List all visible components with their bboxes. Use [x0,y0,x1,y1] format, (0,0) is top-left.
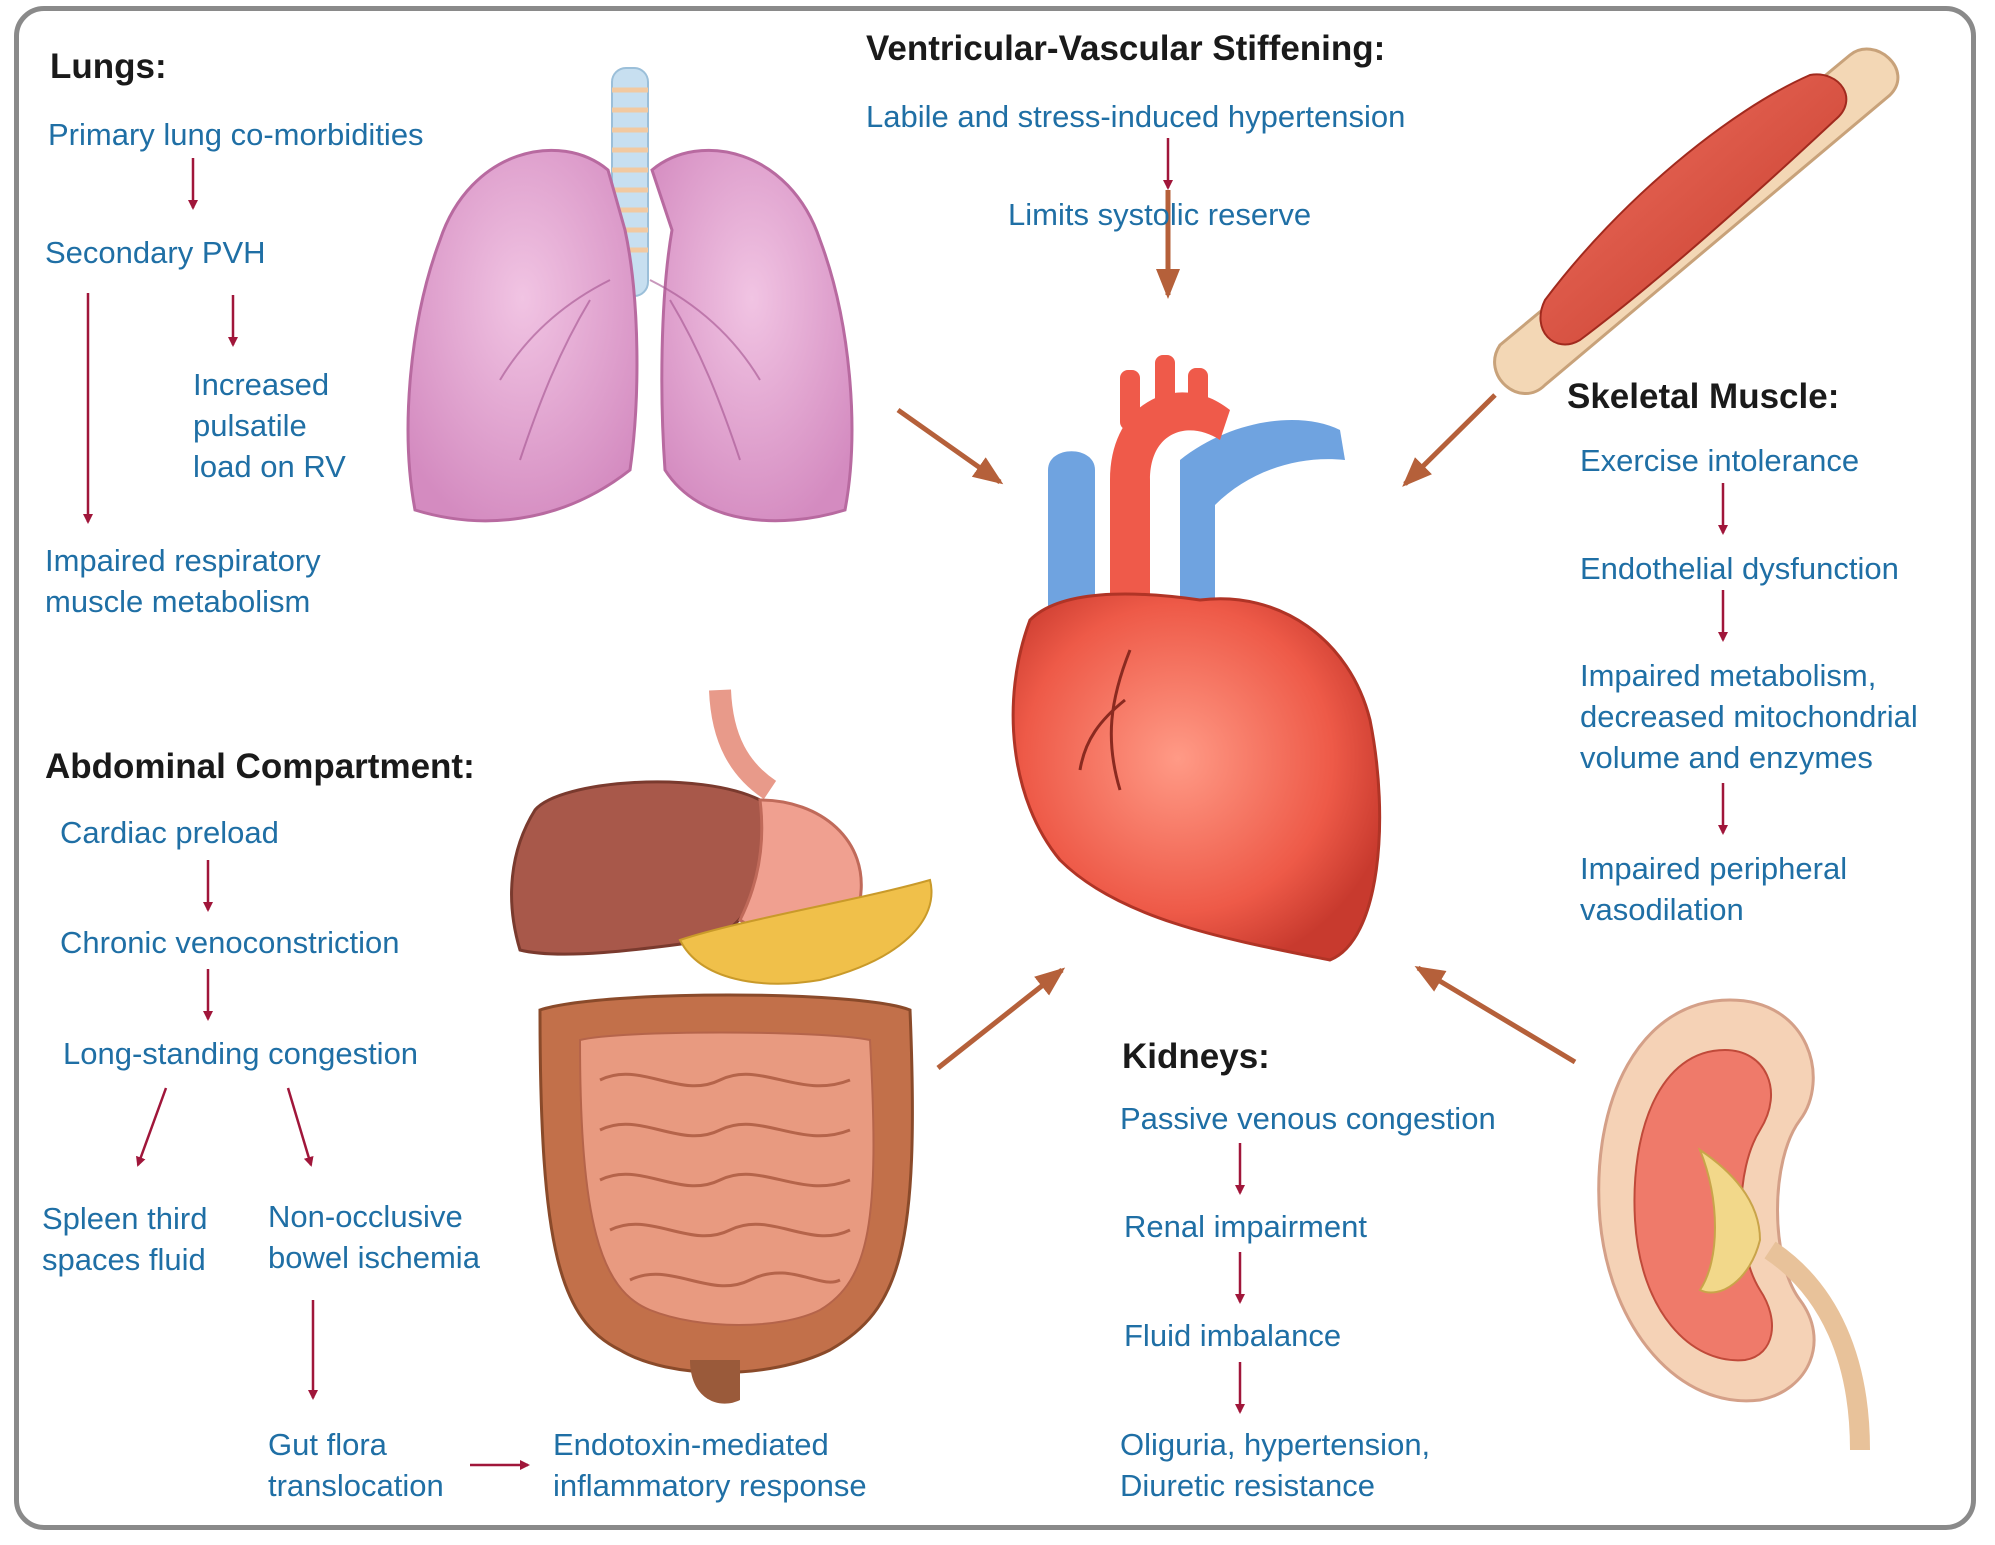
muscle [1539,73,1848,346]
lungs-item-pulsatile-load: Increased pulsatile load on RV [193,367,346,484]
abdomen-flow-arrow-3 [136,1087,168,1167]
esophagus [709,689,777,800]
kidneys-item-oliguria: Oliguria, hypertension, Diuretic resista… [1120,1427,1431,1503]
organ-to-heart-arrows [896,190,1577,1070]
vascular-item-systolic-reserve: Limits systolic reserve [1008,197,1312,232]
ureter [1764,1241,1870,1451]
muscle-heading: Skeletal Muscle: [1567,377,1840,416]
vascular-heading: Ventricular-Vascular Stiffening: [866,29,1386,68]
kidney-medulla [1633,1048,1773,1362]
abdomen-item-gut-flora: Gut flora translocation [268,1427,444,1503]
kidneys-heading: Kidneys: [1122,1037,1270,1076]
aorta [1110,392,1230,600]
muscle-item-endothelial-dysfunction: Endothelial dysfunction [1580,551,1899,586]
lungs-illustration [406,67,854,523]
heart-illustration [1011,355,1382,962]
renal-pelvis [1697,1147,1762,1294]
abdomen-item-cardiac-preload: Cardiac preload [60,815,279,850]
abdomen-item-bowel-ischemia: Non-occlusive bowel ischemia [268,1199,480,1275]
abdomen-item-spleen: Spleen third spaces fluid [42,1201,208,1277]
heart-body [1011,592,1382,962]
kidneys-item-passive-congestion: Passive venous congestion [1120,1101,1496,1136]
abdomen-to-heart-arrow [936,967,1066,1070]
muscle-item-exercise-intolerance: Exercise intolerance [1580,443,1860,478]
lungs-item-secondary-pvh: Secondary PVH [45,235,266,270]
pancreas [678,878,933,985]
muscle-item-peripheral-vasodilation: Impaired peripheral vasodilation [1580,851,1848,927]
lungs-item-comorbidities: Primary lung co-morbidities [48,117,424,152]
muscle-to-heart-arrow [1402,393,1497,487]
flow-arrows [83,138,1728,1470]
abdomen-item-endotoxin-response: Endotoxin-mediated inflammatory response [553,1427,867,1503]
lungs-to-heart-arrow [896,407,1004,485]
kidneys-to-heart-arrow [1414,965,1577,1065]
kidney-illustration [1597,998,1870,1451]
muscle-bone-illustration [1493,47,1900,396]
kidneys-item-renal-impairment: Renal impairment [1124,1209,1367,1244]
rectum [690,1360,740,1404]
left-lung [406,148,639,523]
abdomen-heading: Abdominal Compartment: [45,747,475,786]
vascular-item-hypertension: Labile and stress-induced hypertension [866,99,1406,134]
muscle-item-impaired-metabolism: Impaired metabolism, decreased mitochond… [1580,658,1918,775]
abdomen-flow-arrow-4 [286,1087,314,1167]
lungs-heading: Lungs: [50,47,167,86]
lungs-item-respiratory-metabolism: Impaired respiratory muscle metabolism [45,543,321,619]
right-lung [650,148,854,523]
abdomen-item-long-standing-congestion: Long-standing congestion [63,1036,419,1071]
digestive-organs-illustration [510,689,933,1404]
pulmonary-vessel [1180,420,1345,630]
abdomen-item-venoconstriction: Chronic venoconstriction [60,925,400,960]
vena-cava [1048,451,1095,640]
kidneys-item-fluid-imbalance: Fluid imbalance [1124,1318,1342,1353]
